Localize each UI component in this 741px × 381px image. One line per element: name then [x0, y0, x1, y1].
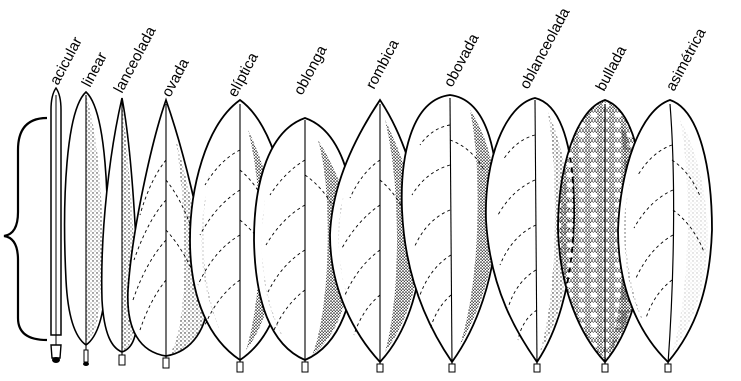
leaf-obovada [402, 95, 498, 372]
label-eliptica: elíptica [225, 49, 263, 100]
label-lanceolada: lanceolada [111, 23, 160, 96]
label-rombica: rombica [363, 36, 403, 92]
label-ovada: ovada [159, 55, 194, 100]
label-obovada: obovada [441, 30, 483, 89]
label-oblonga: oblonga [291, 42, 331, 98]
label-linear: linear [79, 49, 111, 89]
label-asimetrica: asimétrica [663, 25, 710, 94]
label-bullada: bullada [593, 43, 631, 94]
size-brace [4, 118, 47, 340]
label-oblanceolada: oblanceolada [517, 5, 574, 92]
leaf-linear [65, 92, 108, 366]
leaf-acicular [51, 88, 61, 363]
